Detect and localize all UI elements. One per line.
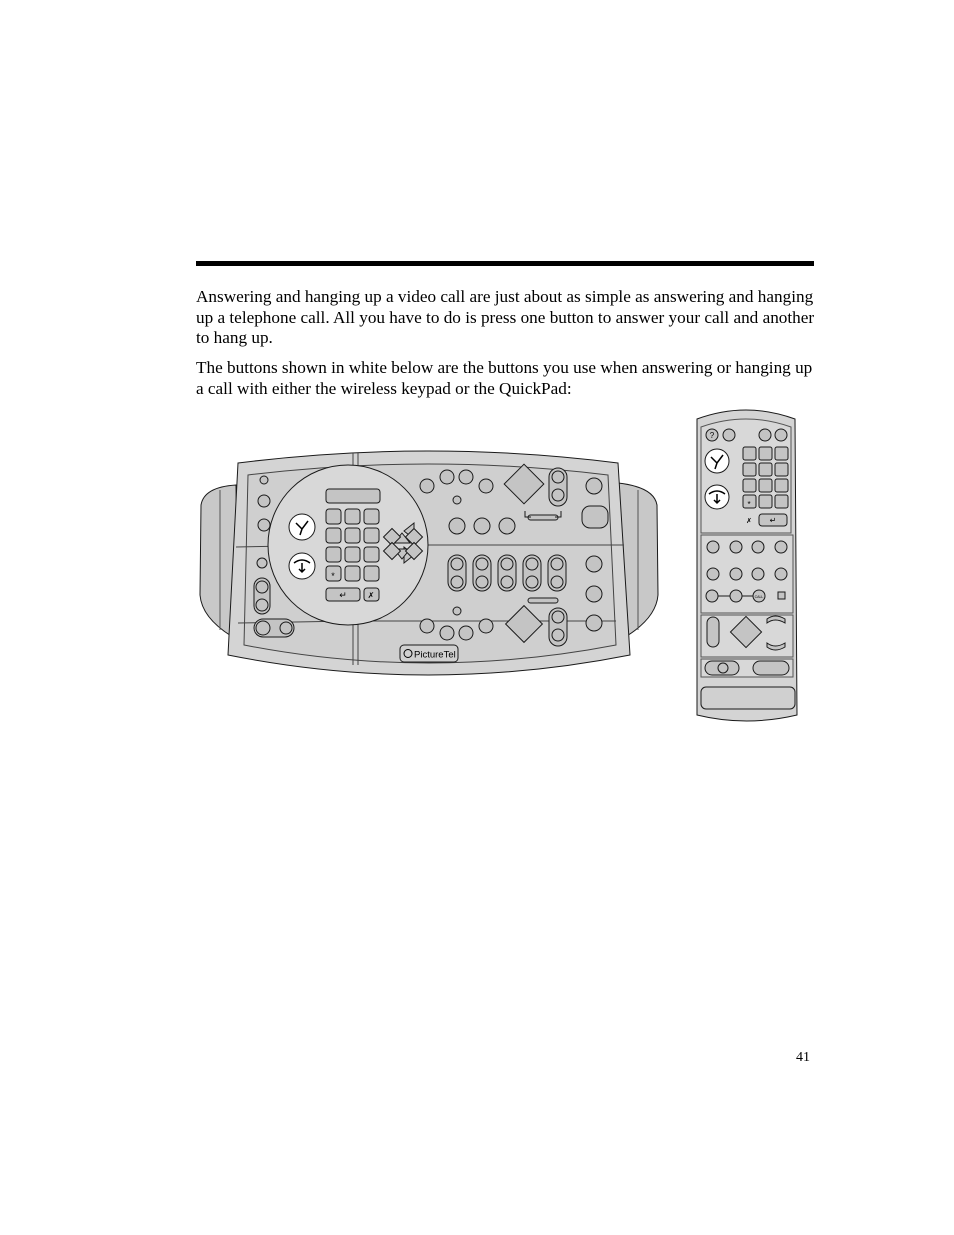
remote-keypad-key[interactable] bbox=[774, 494, 789, 509]
svg-text:↵: ↵ bbox=[339, 590, 347, 600]
svg-text:↵: ↵ bbox=[770, 516, 777, 525]
remote-keypad-key[interactable] bbox=[774, 462, 789, 477]
quickpad-brand-plate bbox=[399, 644, 459, 663]
remote-keypad-key[interactable] bbox=[758, 478, 773, 493]
quickpad-keypad-key[interactable] bbox=[344, 527, 361, 544]
quickpad-camera-pad-2 bbox=[504, 604, 544, 644]
camera-icon bbox=[774, 428, 788, 442]
quickpad-brand-label: PictureTel bbox=[414, 650, 456, 661]
quickpad-camera-presets bbox=[447, 554, 567, 592]
quickpad-keypad-key[interactable] bbox=[325, 508, 342, 525]
quickpad-keypad-key[interactable] bbox=[363, 508, 380, 525]
wireless-keypad-illustration: ? * ✗ ↵ CALL bbox=[693, 405, 799, 725]
svg-text:?: ? bbox=[710, 431, 715, 440]
remote-blank-panel bbox=[700, 686, 796, 710]
remote-keypad-key[interactable] bbox=[758, 462, 773, 477]
quickpad-star-label: * bbox=[331, 571, 335, 581]
svg-text:✗: ✗ bbox=[368, 591, 375, 600]
quickpad-answer-button[interactable] bbox=[288, 513, 316, 541]
quickpad-keypad-key[interactable] bbox=[363, 565, 380, 582]
quickpad-keypad-key[interactable] bbox=[325, 527, 342, 544]
remote-keypad-key[interactable] bbox=[742, 494, 757, 509]
quickpad-keypad-circle bbox=[267, 464, 429, 626]
remote-keypad-key[interactable] bbox=[774, 478, 789, 493]
help-button[interactable] bbox=[705, 428, 719, 442]
svg-text:*: * bbox=[747, 500, 750, 509]
body-paragraph-1: Answering and hanging up a video call ar… bbox=[196, 287, 815, 347]
quickpad-keypad-key[interactable] bbox=[363, 546, 380, 563]
remote-camera-pad bbox=[729, 615, 763, 649]
quickpad-nav-pad bbox=[382, 521, 424, 565]
printer-icon bbox=[585, 614, 603, 632]
quickpad-monitor-button bbox=[256, 557, 268, 569]
refresh-icon bbox=[585, 477, 603, 495]
hangup-icon bbox=[293, 559, 311, 574]
svg-text:CALL: CALL bbox=[755, 595, 764, 599]
remote-volume-rocker bbox=[752, 660, 790, 676]
remote-keypad-key[interactable] bbox=[758, 446, 773, 461]
quickpad-camera-pad bbox=[503, 463, 545, 505]
quickpad-keypad-key[interactable] bbox=[344, 546, 361, 563]
quickpad-display bbox=[325, 488, 381, 504]
answer-icon bbox=[295, 520, 309, 536]
quickpad-source-button bbox=[581, 505, 609, 529]
quickpad-keypad-key[interactable] bbox=[325, 546, 342, 563]
svg-text:✗: ✗ bbox=[746, 517, 752, 525]
quickpad-keypad-key[interactable] bbox=[344, 508, 361, 525]
remote-zoom-rocker bbox=[706, 616, 720, 648]
mute-icon bbox=[255, 620, 271, 636]
quickpad-left-wing bbox=[199, 484, 239, 641]
remote-keypad-key[interactable] bbox=[742, 462, 757, 477]
quickpad-enter-key[interactable] bbox=[325, 587, 361, 602]
remote-keypad-key[interactable] bbox=[742, 478, 757, 493]
quickpad-keypad-key[interactable] bbox=[344, 565, 361, 582]
quickpad-small-button bbox=[259, 475, 269, 485]
quickpad-keypad-key[interactable] bbox=[363, 527, 380, 544]
quickpad-keypad-key[interactable] bbox=[325, 565, 342, 582]
quickpad-illustration: * ↵ ✗ bbox=[198, 445, 660, 683]
page-number: 41 bbox=[796, 1050, 810, 1065]
body-paragraph-2: The buttons shown in white below are the… bbox=[196, 358, 813, 398]
section-rule bbox=[196, 261, 814, 266]
remote-call-button[interactable] bbox=[752, 589, 766, 603]
remote-keypad-key[interactable] bbox=[758, 494, 773, 509]
remote-answer-button[interactable] bbox=[704, 448, 730, 474]
directory-icon bbox=[722, 428, 736, 442]
remote-keypad-key[interactable] bbox=[742, 446, 757, 461]
remote-keypad-key[interactable] bbox=[774, 446, 789, 461]
remote-enter-key[interactable] bbox=[758, 513, 788, 527]
quickpad-delete-key[interactable] bbox=[363, 587, 380, 602]
